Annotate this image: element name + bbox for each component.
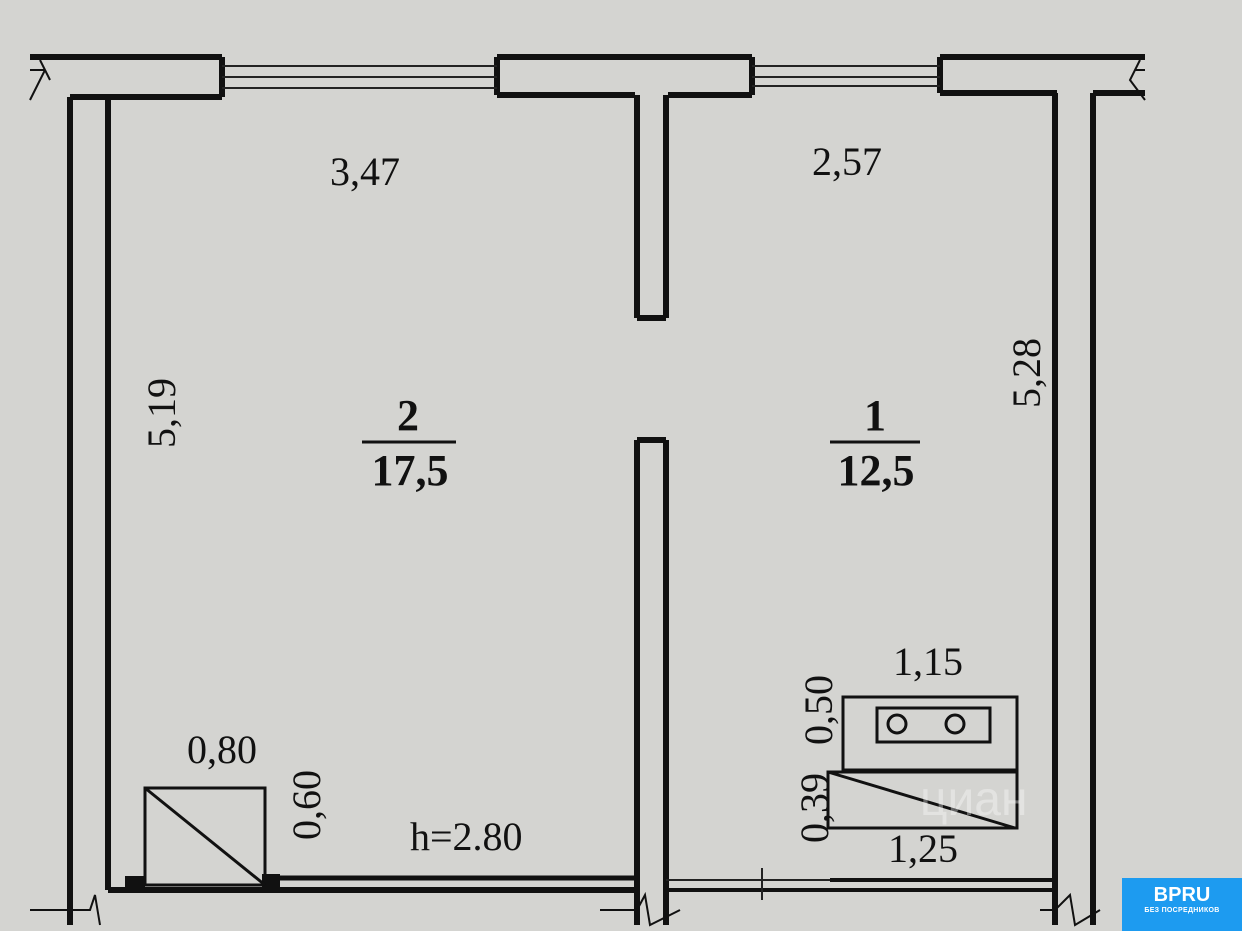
stove-width: 1,15 xyxy=(893,639,963,684)
ceiling-height: h=2.80 xyxy=(410,814,523,859)
watermark: циан xyxy=(920,773,1028,826)
room2-number: 2 xyxy=(397,391,419,440)
room2-area: 17,5 xyxy=(372,446,449,495)
room1-area: 12,5 xyxy=(838,446,915,495)
logo-name: BPRU xyxy=(1153,884,1211,906)
left-fixture xyxy=(143,786,267,887)
stove xyxy=(826,695,1019,830)
counter-depth: 0,39 xyxy=(792,773,837,843)
left-box-depth: 0,60 xyxy=(284,770,329,840)
windows xyxy=(222,65,940,900)
stove-depth: 0,50 xyxy=(796,675,841,745)
room2-width: 3,47 xyxy=(330,149,400,194)
bpru-logo: BPRU БЕЗ ПОСРЕДНИКОВ xyxy=(1122,878,1242,931)
walls xyxy=(30,54,1145,925)
left-box-width: 0,80 xyxy=(187,727,257,772)
counter-width: 1,25 xyxy=(888,826,958,871)
room1-number: 1 xyxy=(864,391,886,440)
room1-length: 5,28 xyxy=(1004,338,1049,408)
logo-tagline: БЕЗ ПОСРЕДНИКОВ xyxy=(1144,907,1220,914)
break-marks xyxy=(29,59,1146,927)
room1-width: 2,57 xyxy=(812,139,882,184)
room2-length: 5,19 xyxy=(139,378,184,448)
